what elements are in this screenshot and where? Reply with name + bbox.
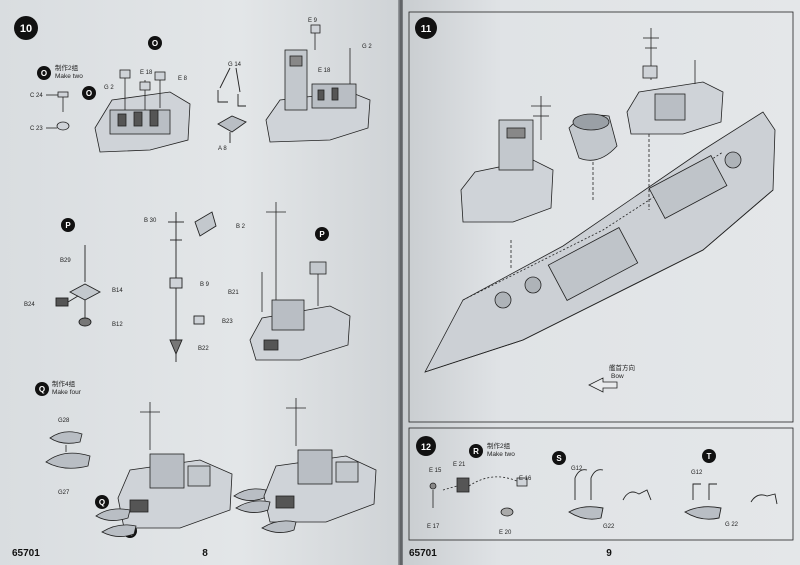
note-make-two-cn: 制作2组 <box>55 63 79 72</box>
mast-parts-group-1 <box>55 245 101 327</box>
label-b30: B 30 <box>144 218 157 224</box>
callout-s-letter: S <box>556 454 562 463</box>
funnel <box>568 113 618 200</box>
label-b12: B12 <box>112 322 123 328</box>
right-page: 11 <box>403 0 800 565</box>
callout-o-letter: O <box>86 89 92 98</box>
note-make-four-en: Make four <box>52 389 82 396</box>
aft-superstructure <box>626 28 724 210</box>
label-e16: E 16 <box>519 476 532 482</box>
bow-arrow <box>588 377 618 393</box>
part-g14-a8 <box>217 67 247 143</box>
superstructure-block-b <box>265 24 371 143</box>
label-c24: C 24 <box>30 93 43 99</box>
bow-label-cn: 艦首方向 <box>609 363 635 372</box>
label-e15: E 15 <box>429 468 442 474</box>
label-g2-a: G 2 <box>104 85 114 91</box>
mast-assembly <box>168 211 217 362</box>
label-e18-b: E 18 <box>318 68 331 74</box>
callout-t: T <box>702 449 716 463</box>
note-make-four-cn: 制作4组 <box>52 379 76 388</box>
label-e18-a: E 18 <box>140 70 153 76</box>
label-g28: G28 <box>58 418 70 424</box>
callout-s: S <box>552 451 566 465</box>
forward-superstructure <box>460 96 554 268</box>
ship-hull <box>424 111 776 373</box>
note-r-en: Make two <box>487 451 515 458</box>
superstructure-block-a <box>94 69 191 153</box>
label-g14: G 14 <box>228 62 242 68</box>
note-make-two-en: Make two <box>55 73 83 80</box>
callout-p-letter: P <box>319 230 325 239</box>
step-12-frame <box>408 427 794 541</box>
part-c24-c23 <box>46 91 70 131</box>
final-assembly-2 <box>235 398 377 533</box>
right-page-number: 9 <box>606 548 612 559</box>
callout-r: R <box>469 444 483 458</box>
boat-davit-s <box>568 469 652 520</box>
label-g12-a: G12 <box>571 466 583 472</box>
label-g12-b: G12 <box>691 470 703 476</box>
note-r-cn: 制作2组 <box>487 441 511 450</box>
label-e21: E 21 <box>453 462 466 468</box>
label-e17: E 17 <box>427 524 440 530</box>
left-page-drawing: 10 O O O 制作2组 Make two C 24 <box>12 16 377 559</box>
label-b21: B21 <box>228 290 239 296</box>
callout-t-letter: T <box>707 452 712 461</box>
callout-o-top: O <box>148 36 162 50</box>
callout-q-note: Q <box>35 382 49 396</box>
label-e20: E 20 <box>499 530 512 536</box>
callout-o-mid: O <box>82 86 96 100</box>
callout-r-letter: R <box>473 447 479 456</box>
label-b24: B24 <box>24 302 35 308</box>
callout-p-right: P <box>315 227 329 241</box>
left-page-number: 8 <box>202 548 208 559</box>
callout-q-letter: Q <box>39 385 45 394</box>
label-e9: E 9 <box>308 18 318 24</box>
left-product-code: 65701 <box>12 548 40 559</box>
left-page: 10 O O O 制作2组 Make two C 24 <box>0 0 400 565</box>
label-b9: B 9 <box>200 282 210 288</box>
superstructure-assembled-p <box>249 202 351 361</box>
label-a8: A 8 <box>218 146 227 152</box>
callout-o-letter: O <box>41 69 47 78</box>
boats-g28-g27 <box>45 431 91 469</box>
right-page-drawing: 11 <box>408 11 794 559</box>
label-g22-b: G 22 <box>725 522 739 528</box>
searchlight-parts <box>429 476 528 517</box>
boat-davit-t <box>684 483 778 520</box>
label-g2-b: G 2 <box>362 44 372 50</box>
label-c23: C 23 <box>30 126 43 132</box>
label-g27: G27 <box>58 490 70 496</box>
page-gutter <box>398 0 404 565</box>
label-g22-a: G22 <box>603 524 615 530</box>
step-10-number: 10 <box>20 23 32 35</box>
step-11-number: 11 <box>421 24 432 35</box>
step-12-badge: 12 <box>416 436 436 456</box>
label-b29: B29 <box>60 258 71 264</box>
right-product-code: 65701 <box>409 548 437 559</box>
label-b2: B 2 <box>236 224 246 230</box>
step-12-number: 12 <box>421 442 431 452</box>
final-assembly-1 <box>95 402 267 537</box>
label-b14: B14 <box>112 288 123 294</box>
callout-q-1: Q <box>95 495 109 509</box>
callout-q-letter: Q <box>99 498 105 507</box>
label-e8: E 8 <box>178 76 188 82</box>
label-b23: B23 <box>222 319 233 325</box>
callout-o-note: O <box>37 66 51 80</box>
callout-p-left: P <box>61 218 75 232</box>
step-11-badge: 11 <box>415 17 437 39</box>
callout-p-letter: P <box>65 221 71 230</box>
callout-o-letter: O <box>152 39 158 48</box>
step-11-frame <box>408 11 794 423</box>
step-10-badge: 10 <box>14 16 38 40</box>
label-b22: B22 <box>198 346 209 352</box>
bow-label-en: Bow <box>611 373 624 380</box>
